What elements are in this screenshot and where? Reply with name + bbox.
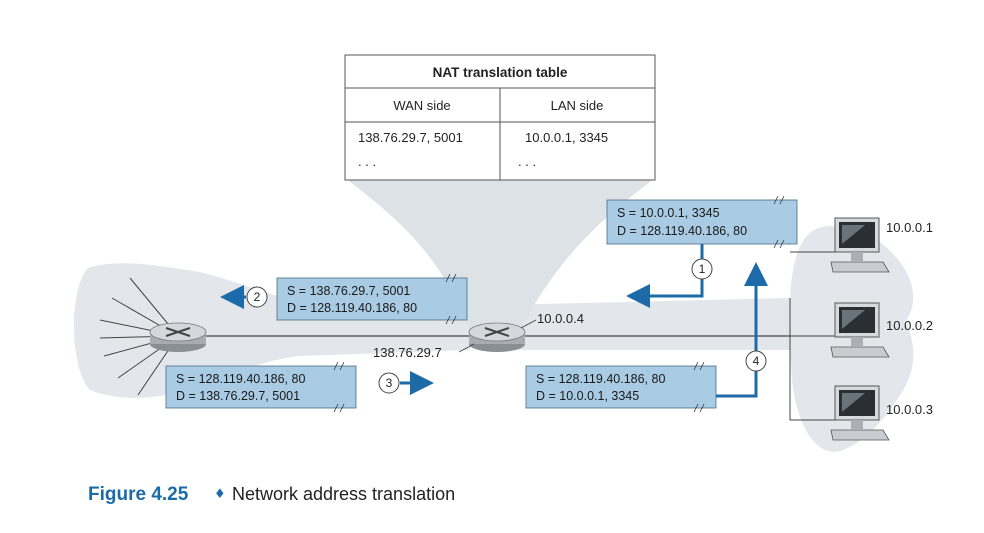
packet-4: S = 128.119.40.186, 80 D = 10.0.0.1, 334… (525, 361, 717, 413)
host-2-ip: 10.0.0.2 (886, 318, 933, 333)
table-title: NAT translation table (433, 65, 568, 80)
table-col-lan: LAN side (551, 98, 604, 113)
computer-icon (830, 302, 890, 358)
wan-ip-leader (458, 343, 475, 353)
svg-text:4: 4 (753, 354, 760, 368)
step-2-badge: 2 (246, 286, 268, 308)
svg-text:2: 2 (254, 290, 261, 304)
packet-2-dst: D = 128.119.40.186, 80 (287, 301, 417, 315)
packet-3-dst: D = 138.76.29.7, 5001 (176, 389, 300, 403)
router-lan-ip: 10.0.0.4 (537, 311, 584, 326)
flow-arrow-1 (626, 244, 704, 308)
nat-router-icon (468, 322, 526, 352)
flow-arrow-4 (716, 262, 768, 398)
packet-2-src: S = 138.76.29.7, 5001 (287, 284, 410, 298)
step-4-badge: 4 (745, 350, 767, 372)
packet-4-src: S = 128.119.40.186, 80 (536, 372, 665, 386)
table-spotlight (345, 178, 655, 330)
figure-caption: Network address translation (232, 484, 455, 504)
svg-text:3: 3 (386, 376, 393, 390)
table-ellipsis-lan: . . . (518, 154, 536, 169)
host-1-ip: 10.0.0.1 (886, 220, 933, 235)
step-1-badge: 1 (691, 258, 713, 280)
packet-3-src: S = 128.119.40.186, 80 (176, 372, 305, 386)
table-row-wan: 138.76.29.7, 5001 (358, 130, 463, 145)
host-links (789, 251, 835, 421)
table-col-wan: WAN side (393, 98, 450, 113)
internet-cloud (73, 263, 471, 398)
computer-icon (830, 217, 890, 273)
internet-router-icon (149, 322, 207, 352)
lan-cloud (500, 225, 914, 452)
packet-3: S = 128.119.40.186, 80 D = 138.76.29.7, … (165, 361, 357, 413)
router-wan-ip: 138.76.29.7 (373, 345, 442, 360)
svg-text:1: 1 (699, 262, 706, 276)
packet-4-dst: D = 10.0.0.1, 3345 (536, 389, 639, 403)
caption-separator: ♦ (214, 487, 226, 502)
lan-ip-leader (520, 319, 537, 329)
packet-2: S = 138.76.29.7, 5001 D = 128.119.40.186… (276, 273, 468, 325)
figure-number: Figure 4.25 (88, 484, 189, 505)
packet-1: S = 10.0.0.1, 3345 D = 128.119.40.186, 8… (606, 195, 798, 249)
packet-1-src: S = 10.0.0.1, 3345 (617, 206, 720, 220)
nat-translation-table: NAT translation table WAN side LAN side … (344, 54, 656, 181)
table-ellipsis-wan: . . . (358, 154, 376, 169)
step-3-badge: 3 (378, 372, 400, 394)
computer-icon (830, 385, 890, 441)
table-row-lan: 10.0.0.1, 3345 (525, 130, 608, 145)
packet-1-dst: D = 128.119.40.186, 80 (617, 224, 747, 238)
host-3-ip: 10.0.0.3 (886, 402, 933, 417)
